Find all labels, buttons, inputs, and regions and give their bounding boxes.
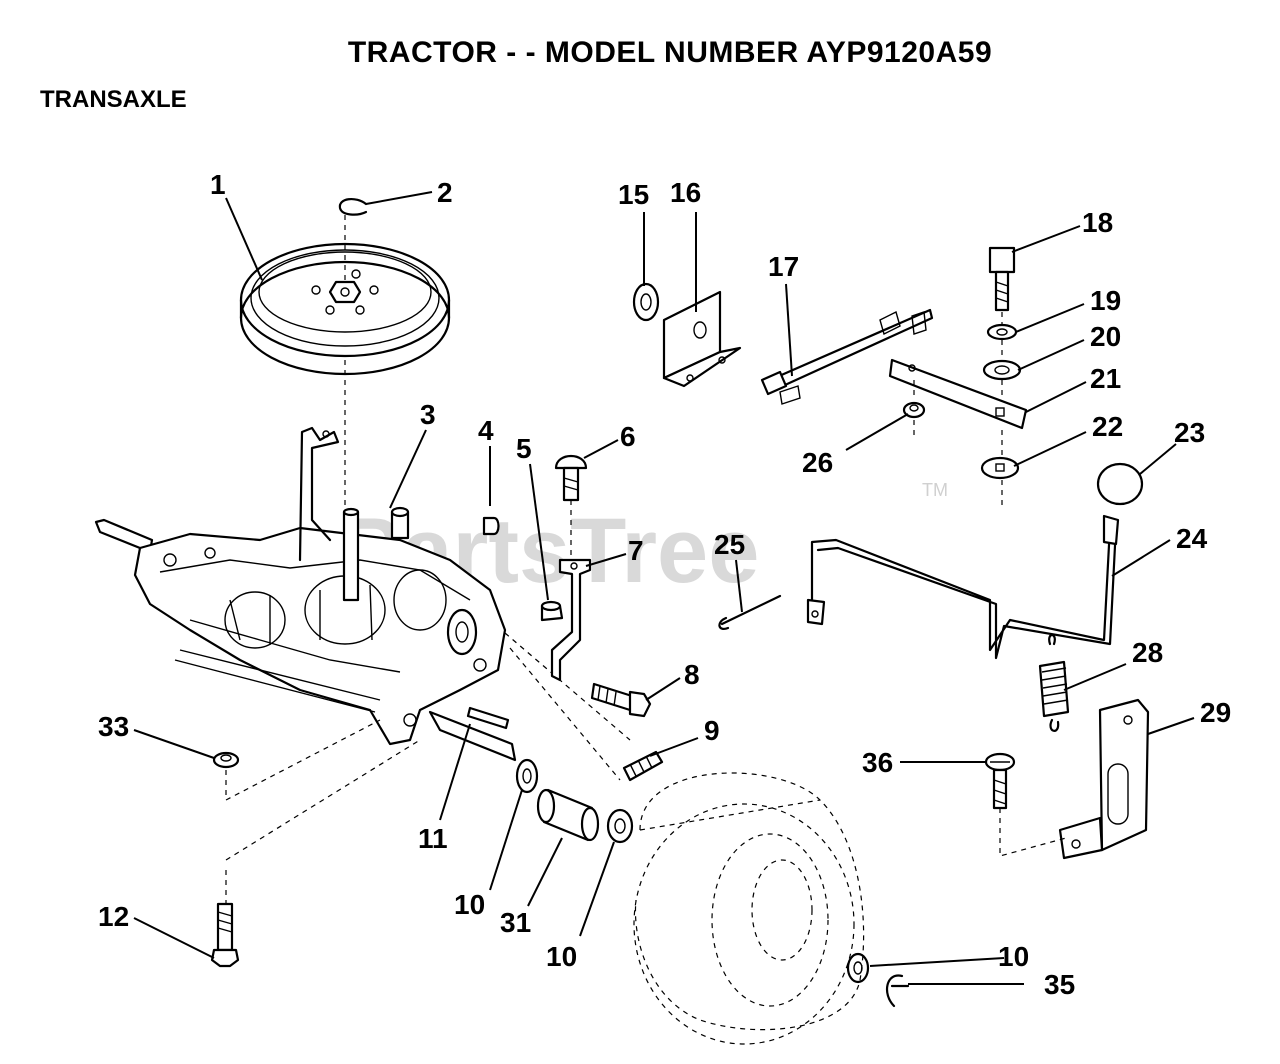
- callout-21: 21: [1090, 363, 1121, 394]
- part-washer-20[interactable]: [982, 359, 1022, 381]
- leader-lines: [133, 191, 1195, 985]
- watermark-trademark: TM: [922, 480, 948, 500]
- callout-26: 26: [802, 447, 833, 478]
- callout-7: 7: [628, 535, 644, 566]
- part-axle-key[interactable]: [428, 706, 517, 762]
- callout-9: 9: [704, 715, 720, 746]
- part-bolt-12[interactable]: [210, 902, 240, 968]
- part-bracket-16[interactable]: [662, 290, 742, 388]
- callout-33: 33: [98, 711, 129, 742]
- part-plate-21[interactable]: [888, 358, 1028, 430]
- callout-17: 17: [768, 251, 799, 282]
- callout-10c: 10: [998, 941, 1029, 972]
- callout-8: 8: [684, 659, 700, 690]
- part-rod-17[interactable]: [760, 308, 934, 405]
- callout-36: 36: [862, 747, 893, 778]
- callout-labels: 1 2 3 4 5 6 7 8 9 11 10 31 10 12 33 15 1…: [98, 169, 1231, 1000]
- part-key-4[interactable]: [482, 516, 500, 536]
- part-transaxle[interactable]: [94, 426, 507, 746]
- callout-10b: 10: [546, 941, 577, 972]
- part-washer-15[interactable]: [632, 282, 660, 322]
- callout-35: 35: [1044, 969, 1075, 1000]
- callout-12: 12: [98, 901, 129, 932]
- part-spring-pin-9[interactable]: [622, 750, 664, 782]
- part-spring-28[interactable]: [1038, 633, 1070, 732]
- callout-16: 16: [670, 177, 701, 208]
- part-bolt-8[interactable]: [590, 682, 652, 718]
- callout-4: 4: [478, 415, 494, 446]
- part-nut-5[interactable]: [540, 600, 564, 622]
- part-cotter-pin-25[interactable]: [718, 594, 782, 630]
- callout-11: 11: [418, 823, 448, 854]
- part-pulley[interactable]: [239, 242, 451, 376]
- callout-10a: 10: [454, 889, 485, 920]
- part-bracket-7[interactable]: [550, 558, 592, 682]
- section-title: TRANSAXLE: [40, 86, 187, 113]
- part-nut-26[interactable]: [902, 401, 926, 419]
- callout-6: 6: [620, 421, 636, 452]
- part-washer-22[interactable]: [980, 456, 1020, 480]
- diagram-title: TRACTOR - - MODEL NUMBER AYP9120A59: [347, 36, 993, 69]
- part-washer-19[interactable]: [986, 323, 1018, 341]
- part-e-ring[interactable]: [338, 198, 368, 216]
- callout-5: 5: [516, 433, 532, 464]
- part-bolt-18[interactable]: [988, 246, 1016, 312]
- part-spacer-31[interactable]: [536, 788, 600, 842]
- callout-28: 28: [1132, 637, 1163, 668]
- part-knob-23[interactable]: [1096, 462, 1144, 506]
- callout-24: 24: [1176, 523, 1208, 554]
- callout-31: 31: [500, 907, 531, 938]
- part-bolt-36[interactable]: [984, 752, 1016, 810]
- part-retaining-ring-35[interactable]: [885, 974, 910, 1008]
- part-washer-10b[interactable]: [606, 808, 634, 844]
- callout-18: 18: [1082, 207, 1113, 238]
- callout-22: 22: [1092, 411, 1123, 442]
- callout-2: 2: [437, 177, 453, 208]
- part-washer-10c[interactable]: [846, 952, 870, 984]
- callout-25: 25: [714, 529, 745, 560]
- callout-3: 3: [420, 399, 436, 430]
- callout-20: 20: [1090, 321, 1121, 352]
- part-wheel: [633, 772, 865, 1045]
- part-washer-10a[interactable]: [515, 758, 539, 794]
- callout-19: 19: [1090, 285, 1121, 316]
- callout-29: 29: [1200, 697, 1231, 728]
- callout-23: 23: [1174, 417, 1205, 448]
- part-lever-24[interactable]: [806, 514, 1120, 660]
- part-bracket-29[interactable]: [1058, 698, 1150, 860]
- callout-15: 15: [618, 179, 649, 210]
- callout-1: 1: [210, 169, 226, 200]
- part-nut-33[interactable]: [212, 751, 240, 769]
- part-carriage-bolt-6[interactable]: [554, 454, 588, 502]
